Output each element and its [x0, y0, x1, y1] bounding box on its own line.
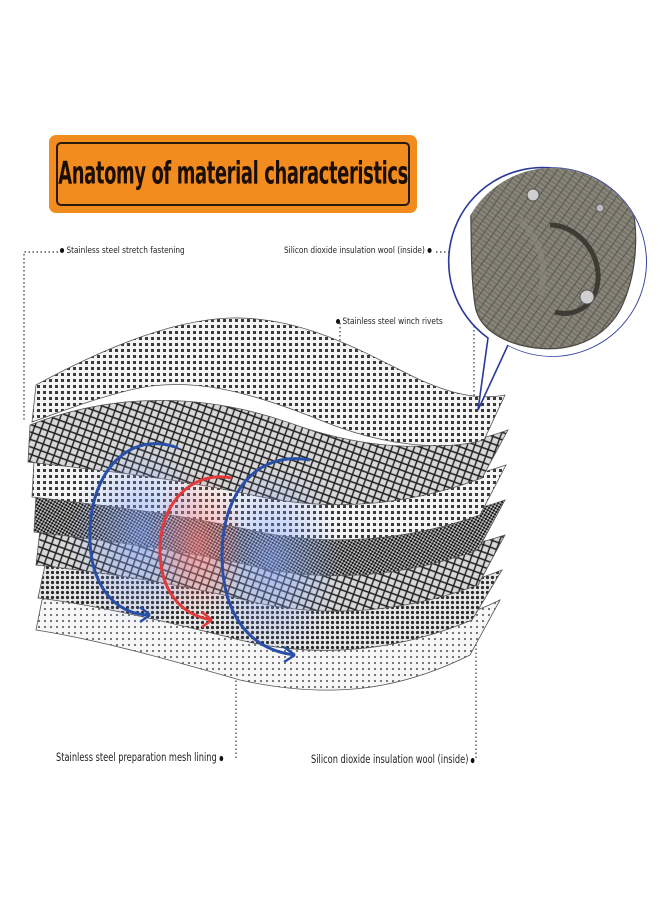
blue-ring-left: [88, 442, 179, 617]
turbo-blanket-photo: [458, 168, 646, 356]
label-text: Stainless steel winch rivets: [342, 317, 443, 327]
title-frame: Anatomy of material characteristics: [56, 142, 410, 206]
bullet-dot-icon: [427, 248, 432, 253]
red-ring-arrow: [201, 611, 213, 629]
label-text: Silicon dioxide insulation wool (inside): [311, 752, 469, 767]
leader-top-left: [23, 251, 62, 420]
page-title: Anatomy of material characteristics: [58, 156, 408, 192]
rivet-icon: [595, 203, 605, 213]
blue-ring-right-arrow: [283, 645, 296, 664]
title-banner: Anatomy of material characteristics: [49, 135, 417, 213]
rivet-icon: [526, 188, 540, 202]
label-text: Stainless steel stretch fastening: [66, 246, 185, 256]
label-top-right: Silicon dioxide insulation wool (inside): [284, 246, 432, 256]
label-bottom-right: Silicon dioxide insulation wool (inside): [311, 752, 475, 767]
blue-ring-left-arrow: [139, 606, 151, 624]
red-ring: [158, 475, 233, 622]
bullet-dot-icon: [219, 755, 224, 761]
bullet-dot-icon: [336, 319, 341, 324]
bullet-dot-icon: [471, 757, 475, 763]
flow-rings: [70, 440, 342, 664]
label-text: Stainless steel preparation mesh lining: [56, 750, 217, 765]
bullet-dot-icon: [60, 248, 65, 253]
label-top-left: Stainless steel stretch fastening: [60, 246, 185, 256]
label-text: Silicon dioxide insulation wool (inside): [284, 246, 425, 256]
label-middle-right: Stainless steel winch rivets: [336, 317, 443, 327]
mesh-layer-1-top: [31, 317, 506, 447]
blue-ring-right: [220, 457, 311, 657]
label-bottom-left: Stainless steel preparation mesh lining: [56, 750, 224, 765]
product-callout: [447, 166, 647, 411]
red-ring-glow: [150, 470, 246, 620]
rivet-icon: [579, 289, 595, 305]
leader-bottom-right: [460, 641, 477, 758]
